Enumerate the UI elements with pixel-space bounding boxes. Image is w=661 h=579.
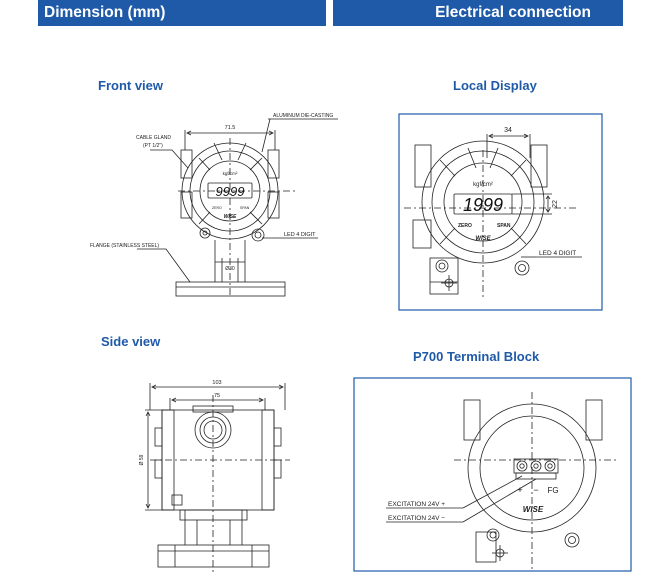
terminal-label-minus: EXCITATION 24V − (388, 515, 445, 522)
front-key-zero: ZERO (212, 206, 222, 210)
side-dim-inner: 75 (214, 393, 220, 399)
local-display-digits: 1999 (463, 195, 503, 215)
side-dim-diameter: Ø 59 (139, 454, 145, 465)
side-view-title: Side view (101, 334, 161, 349)
terminal-label-plus: EXCITATION 24V + (388, 501, 445, 508)
terminal-sign-plus: + (517, 485, 522, 495)
local-key-span: SPAN (497, 223, 511, 229)
local-brand: WISE (475, 236, 491, 242)
front-dim-stem: Ø30 (225, 266, 235, 272)
local-display-title: Local Display (453, 78, 537, 93)
front-unit: kgf/cm² (223, 171, 238, 176)
front-label-housing: ALUMINUM DIE-CASTING (273, 113, 333, 119)
side-dim-overall: 103 (212, 380, 221, 386)
side-view-drawing: 103 75 Ø 59 (139, 380, 290, 572)
local-label-led: LED 4 DIGIT (539, 250, 576, 257)
front-label-gland: CABLE GLAND (136, 135, 171, 141)
electrical-header-title: Electrical connection (435, 4, 591, 21)
front-view-drawing: 71.5 CABLE GLAND (PT 1/2") ALUMINUM DIE-… (90, 113, 338, 298)
local-dim-width: 34 (504, 127, 512, 134)
front-key-span: SPAN (240, 206, 250, 210)
terminal-block-drawing: EXCITATION 24V + EXCITATION 24V − + − FG… (353, 377, 632, 572)
terminal-block-title: P700 Terminal Block (413, 349, 540, 364)
front-view-title: Front view (98, 78, 164, 93)
electrical-header-bar: Electrical connection (333, 0, 623, 26)
dimension-header-bar: Dimension (mm) (38, 0, 326, 26)
front-dim-width: 71.5 (225, 125, 236, 131)
front-display-digits: 9999 (216, 184, 245, 199)
front-label-gland-spec: (PT 1/2") (143, 143, 163, 149)
dimension-header-title: Dimension (mm) (44, 4, 166, 21)
front-label-flange: FLANGE (STAINLESS STEEL) (90, 243, 159, 249)
local-key-zero: ZERO (458, 223, 472, 229)
terminal-fg: FG (547, 486, 558, 495)
front-label-led: LED 4 DIGIT (284, 232, 316, 238)
local-unit: kgf/cm² (473, 182, 493, 188)
local-display-drawing: 34 22 kgf/cm² 1999 ZERO SPAN WISE LED 4 … (398, 113, 603, 311)
terminal-brand: WISE (523, 505, 544, 514)
front-brand: WISE (224, 214, 237, 220)
local-dim-height: 22 (552, 200, 559, 208)
terminal-sign-minus: − (533, 485, 538, 495)
